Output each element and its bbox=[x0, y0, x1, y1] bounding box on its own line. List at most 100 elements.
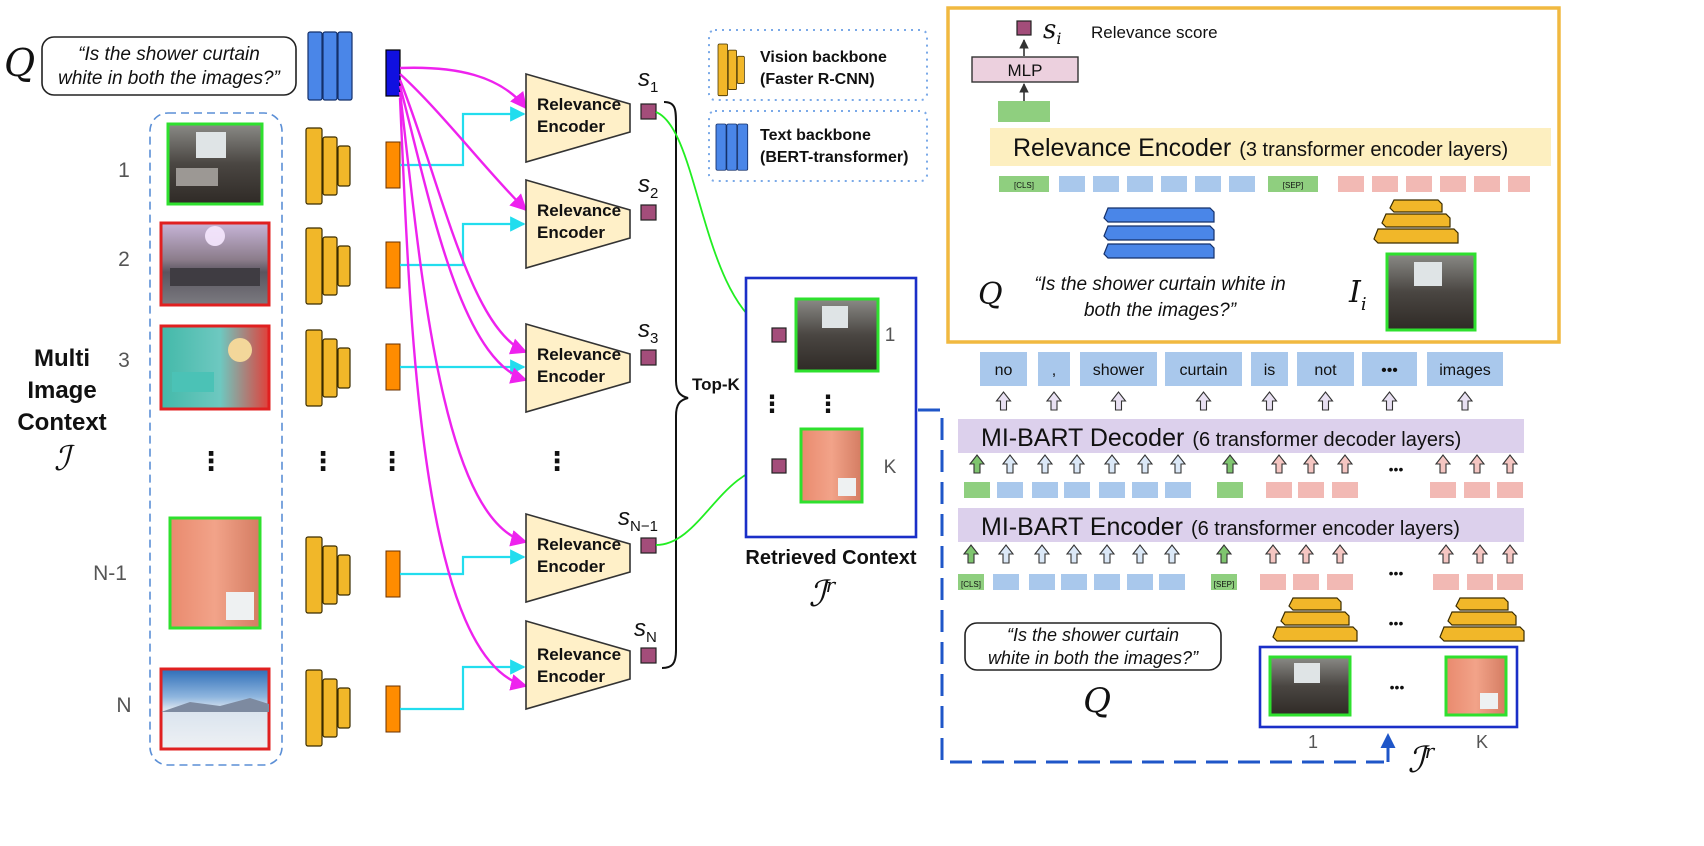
detail-image-thumbnail bbox=[1385, 252, 1477, 332]
svg-text:shower: shower bbox=[1093, 362, 1145, 379]
decoder-input-arrow bbox=[1170, 454, 1186, 474]
encoder-input-arrow bbox=[1332, 544, 1348, 564]
encoder-input-token bbox=[1094, 574, 1120, 590]
score-label-n: sN bbox=[634, 615, 657, 646]
decoder-input-token bbox=[1132, 482, 1158, 498]
encoder-cls-text: [CLS] bbox=[961, 580, 981, 589]
detail-sep-text: [SEP] bbox=[1283, 181, 1303, 190]
mibart-images-ellipsis: ••• bbox=[1390, 679, 1405, 695]
context-symbol: ℐ bbox=[54, 439, 75, 479]
decoder-input-token bbox=[964, 482, 990, 498]
decoder-output-arrow bbox=[1317, 391, 1334, 411]
score-label-1: s1 bbox=[638, 65, 658, 96]
encoder-input-token bbox=[1061, 574, 1087, 590]
detail-image-token bbox=[1338, 176, 1364, 192]
detail-image-token bbox=[1406, 176, 1432, 192]
mibart-image-label-1: 1 bbox=[1308, 732, 1318, 752]
context-title-line3: Context bbox=[17, 409, 106, 436]
encoder-input-token bbox=[1127, 574, 1153, 590]
magenta-arrow-n bbox=[398, 97, 528, 691]
detail-score-symbol: si bbox=[1043, 15, 1061, 48]
detail-cls-output bbox=[998, 101, 1050, 122]
legend-vision-line1: Vision backbone bbox=[760, 49, 887, 66]
decoder-input-token bbox=[1497, 482, 1523, 498]
svg-text:,: , bbox=[1052, 362, 1056, 379]
output-token: shower bbox=[1080, 352, 1157, 386]
mibart-vision-backbone-icon-1 bbox=[1272, 597, 1358, 642]
encoder-dots: ⋮ bbox=[544, 446, 570, 476]
retrieved-score-1 bbox=[771, 327, 787, 343]
decoder-band bbox=[958, 419, 1524, 453]
encoder-input-token bbox=[958, 574, 984, 590]
vision-backbone-icon-3 bbox=[305, 329, 351, 407]
mibart-image-label-k: K bbox=[1476, 732, 1488, 752]
encoder-input-arrow bbox=[1438, 544, 1454, 564]
detail-sep-token bbox=[1268, 176, 1318, 192]
image-feature-3 bbox=[385, 343, 401, 391]
encoder-input-token bbox=[1211, 574, 1237, 590]
decoder-input-token bbox=[1217, 482, 1243, 498]
detail-text-backbone-icon bbox=[1103, 207, 1215, 259]
encoder-input-token bbox=[1293, 574, 1319, 590]
mibart-q-box bbox=[964, 622, 1222, 671]
context-title-line2: Image bbox=[27, 377, 96, 404]
detail-image-token bbox=[1508, 176, 1530, 192]
encoder-input-token bbox=[1029, 574, 1055, 590]
context-dashed-box bbox=[149, 112, 283, 766]
decoder-input-token bbox=[1430, 482, 1456, 498]
rel-enc-2-label1: Relevance bbox=[537, 201, 621, 220]
cyan-arrow-n bbox=[400, 659, 526, 711]
decoder-input-arrow bbox=[1037, 454, 1053, 474]
retrieved-to-mibart-connector bbox=[918, 408, 1384, 764]
decoder-output-arrow bbox=[1261, 391, 1278, 411]
backbone-ellipsis: ••• bbox=[1389, 615, 1404, 631]
context-dots: ⋮ bbox=[198, 446, 224, 476]
mibart-q-line2: white in both the images?” bbox=[988, 648, 1199, 668]
rel-enc-2-label2: Encoder bbox=[537, 223, 605, 242]
decoder-input-token bbox=[1165, 482, 1191, 498]
row-label-3: 3 bbox=[118, 349, 130, 372]
cyan-arrow-2 bbox=[400, 216, 526, 267]
mibart-q-symbol: Q bbox=[1083, 681, 1111, 721]
magenta-arrow-1 bbox=[399, 66, 528, 110]
decoder-ellipsis: ••• bbox=[1389, 461, 1404, 477]
magenta-arrow-3b bbox=[398, 85, 528, 384]
mibart-image-k bbox=[1444, 655, 1508, 717]
rel-enc-n-1-label1: Relevance bbox=[537, 535, 621, 554]
encoder-input-arrow bbox=[1298, 544, 1314, 564]
decoder-input-token bbox=[1032, 482, 1058, 498]
output-token: , bbox=[1038, 352, 1070, 386]
decoder-output-arrow bbox=[1381, 391, 1398, 411]
row-label-1: 1 bbox=[118, 159, 130, 182]
score-square-n-1 bbox=[640, 537, 657, 554]
decoder-input-arrow bbox=[1502, 454, 1518, 474]
backbone-dots: ⋮ bbox=[310, 446, 336, 476]
output-token: is bbox=[1251, 352, 1288, 386]
detail-score-square bbox=[1016, 20, 1032, 36]
cyan-arrow-n-1 bbox=[400, 549, 526, 576]
encoder-input-token bbox=[1260, 574, 1286, 590]
detail-text-token bbox=[1195, 176, 1221, 192]
decoder-input-arrow bbox=[1069, 454, 1085, 474]
rel-enc-1-label2: Encoder bbox=[537, 117, 605, 136]
decoder-input-token bbox=[1464, 482, 1490, 498]
context-image-1 bbox=[166, 122, 264, 206]
svg-text:is: is bbox=[1264, 362, 1276, 379]
detail-q-line1: “Is the shower curtain white in bbox=[1034, 274, 1285, 295]
encoder-title: MI-BART Encoder(6 transformer encoder la… bbox=[981, 513, 1460, 541]
encoder-input-arrow bbox=[998, 544, 1014, 564]
topk-label: Top-K bbox=[692, 375, 741, 394]
encoder-input-token bbox=[993, 574, 1019, 590]
magenta-arrow-n-1 bbox=[398, 91, 528, 547]
detail-text-token bbox=[1161, 176, 1187, 192]
score-square-n bbox=[640, 647, 657, 664]
encoder-input-token bbox=[1497, 574, 1523, 590]
decoder-input-arrow bbox=[1303, 454, 1319, 474]
detail-image-symbol: Ii bbox=[1348, 275, 1367, 315]
image-feature-n bbox=[385, 685, 401, 733]
decoder-input-token bbox=[1099, 482, 1125, 498]
query-text-box bbox=[41, 36, 297, 96]
encoder-band bbox=[958, 508, 1524, 542]
rel-enc-3-label1: Relevance bbox=[537, 345, 621, 364]
